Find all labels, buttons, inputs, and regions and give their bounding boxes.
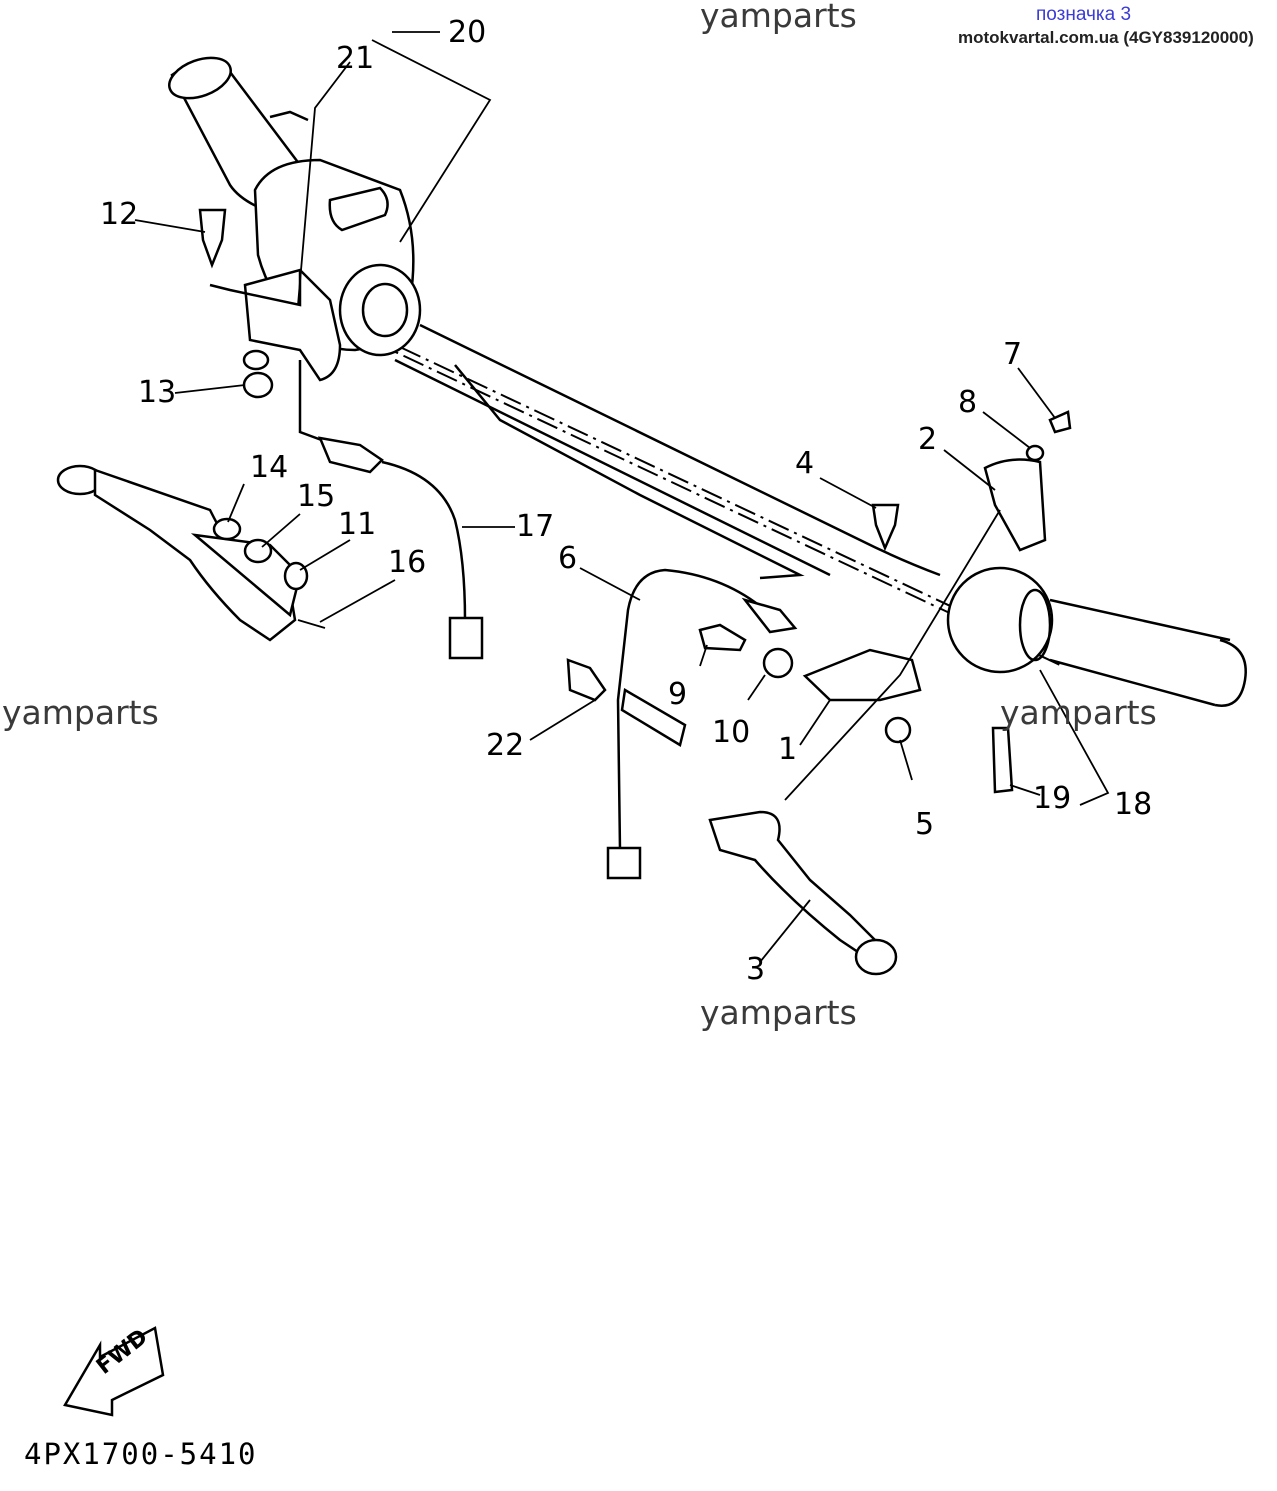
callout-1: 1 [778, 732, 798, 767]
callout-4: 4 [795, 446, 815, 481]
right-assembly [698, 410, 1247, 794]
clutch-switch-wire [298, 360, 484, 660]
watermark: yamparts [700, 993, 857, 1032]
callout-21: 21 [336, 41, 375, 76]
callout-15: 15 [297, 479, 336, 514]
callout-10: 10 [712, 715, 751, 750]
callout-16: 16 [388, 545, 427, 580]
callout-6: 6 [558, 541, 578, 576]
callout-3: 3 [746, 952, 766, 987]
callout-5: 5 [915, 807, 935, 842]
watermark: yamparts [700, 0, 857, 35]
callout-12: 12 [100, 197, 139, 232]
callout-13: 13 [138, 375, 177, 410]
fwd-arrow-icon [63, 1326, 165, 1417]
diagram-code: 4PX1700-5410 [24, 1437, 258, 1471]
callout-22: 22 [486, 728, 525, 763]
watermark: yamparts [2, 693, 159, 732]
callout-2: 2 [918, 422, 938, 457]
callout-7: 7 [1003, 337, 1023, 372]
callout-14: 14 [250, 450, 289, 485]
header-site: motokvartal.com.ua (4GY839120000) [958, 28, 1254, 47]
handlebar-tube [299, 299, 1231, 707]
brake-switch-wire [566, 568, 798, 880]
left-small-parts [198, 110, 326, 629]
callout-8: 8 [958, 385, 978, 420]
callout-19: 19 [1033, 781, 1072, 816]
callout-20: 20 [448, 15, 487, 50]
right-lever [708, 810, 898, 976]
header-link[interactable]: позначка 3 [1036, 4, 1132, 25]
leader-lines [134, 31, 1110, 963]
callout-9: 9 [668, 677, 688, 712]
callout-11: 11 [338, 507, 377, 542]
watermark: yamparts [1000, 693, 1157, 732]
callout-17: 17 [516, 509, 555, 544]
callout-18: 18 [1114, 787, 1153, 822]
